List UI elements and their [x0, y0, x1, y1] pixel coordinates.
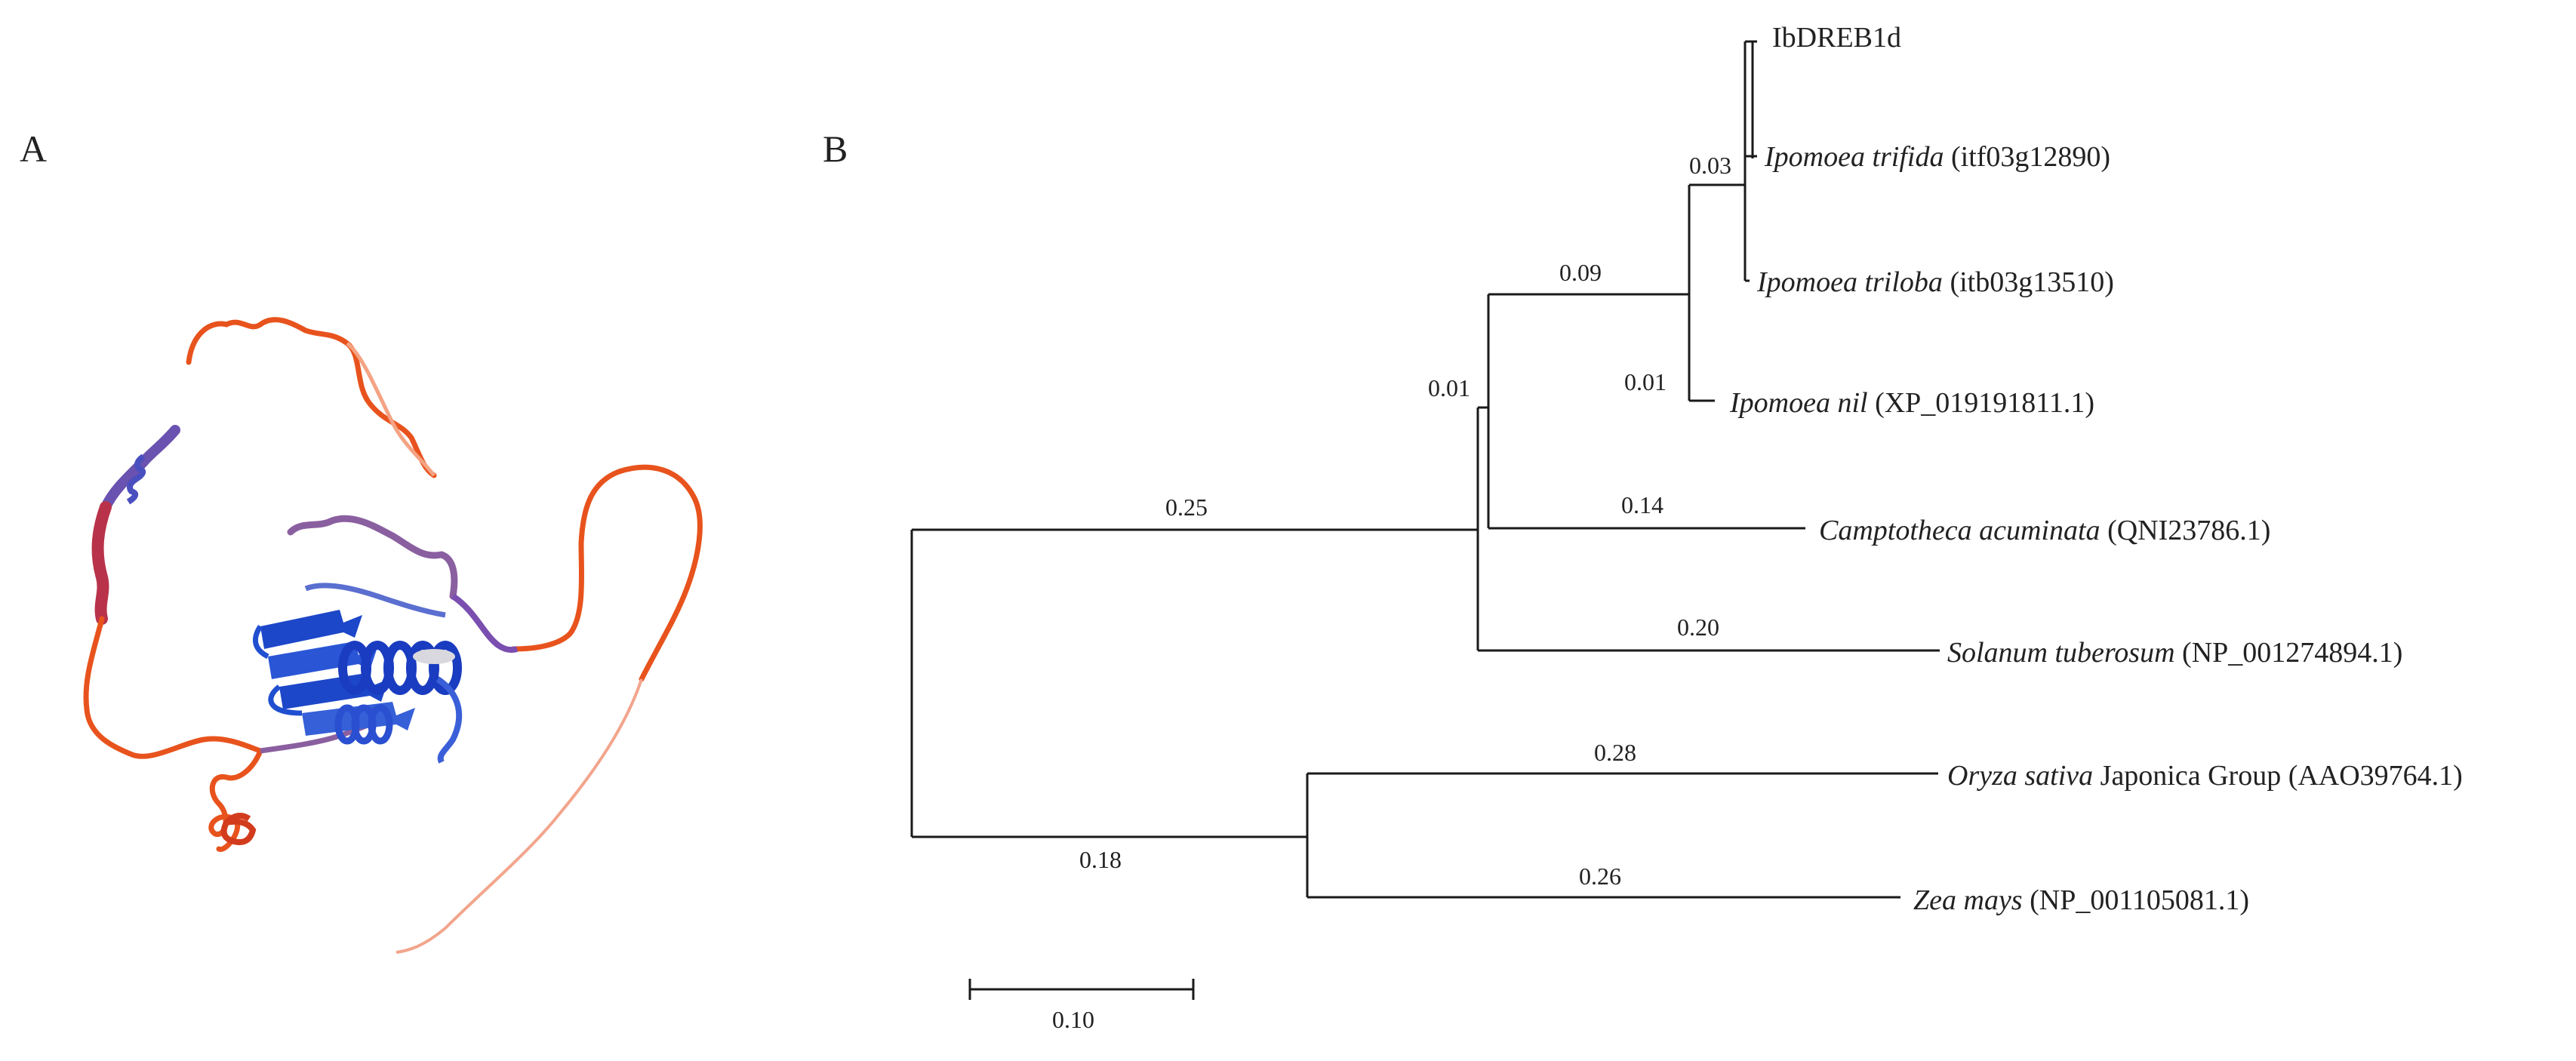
scale-bar: 0.10: [968, 979, 1195, 1033]
branch-length-solanum: 0.20: [1677, 614, 1719, 641]
taxon-nil: Ipomoea nil (XP_019191811.1): [1729, 387, 2094, 419]
loop-left: [83, 616, 263, 759]
linker-top: [287, 515, 458, 600]
branch-length-nil: 0.01: [1624, 368, 1667, 395]
taxon-trifida: Ipomoea trifida (itf03g12890): [1764, 141, 2110, 173]
linker-right: [451, 593, 519, 654]
branch-length-zea: 0.26: [1579, 863, 1621, 890]
loop-top-light: [346, 342, 435, 477]
branch-length-dicot-stem: 0.25: [1165, 494, 1208, 521]
loop-top: [186, 317, 437, 478]
branch-length-monocot-stem: 0.18: [1079, 846, 1122, 873]
taxon-ibdreb1d: IbDREB1d: [1772, 22, 1901, 54]
branch-length-dicot-inner: 0.01: [1428, 374, 1470, 401]
panel-label-a: A: [20, 128, 47, 170]
branch-length-campto: 0.14: [1621, 491, 1663, 518]
phylogenetic-tree: IbDREB1d Ipomoea trifida (itf03g12890) I…: [910, 22, 2463, 1033]
branch-length-trifida-group: 0.03: [1689, 152, 1731, 179]
taxon-campto: Camptotheca acuminata (QNI23786.1): [1819, 515, 2270, 546]
branch-length-ipomoea-clade: 0.09: [1559, 259, 1602, 286]
scale-bar-label: 0.10: [1052, 1006, 1094, 1033]
tail-right: [395, 678, 643, 954]
panel-label-b: B: [823, 128, 848, 170]
helix-red: [91, 501, 112, 625]
taxon-triloba: Ipomoea triloba (itb03g13510): [1756, 266, 2114, 298]
helix-left: [100, 425, 180, 512]
loop-bottom-coil: [220, 813, 257, 845]
taxon-solanum: Solanum tuberosum (NP_001274894.1): [1947, 637, 2402, 669]
core-domain: [253, 583, 463, 764]
protein-structure-image: [83, 317, 703, 954]
loop-right: [510, 464, 703, 682]
taxon-zea: Zea mays (NP_001105081.1): [1913, 884, 2249, 916]
taxon-oryza: Oryza sativa Japonica Group (AAO39764.1): [1947, 760, 2463, 792]
helix-left-coils: [126, 454, 146, 505]
branch-length-oryza: 0.28: [1594, 739, 1636, 766]
